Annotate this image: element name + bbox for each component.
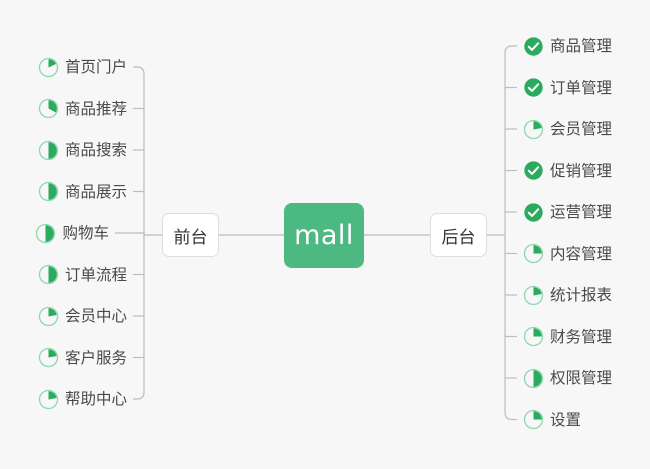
wire-leaf-frontend-0 <box>133 66 145 75</box>
leaf-item-label: 商品管理 <box>550 37 613 55</box>
leaf-item-frontend-7[interactable]: 客户服务 <box>38 345 127 371</box>
wire-leaf-frontend-8 <box>133 391 145 400</box>
leaf-item-frontend-4[interactable]: 购物车 <box>35 220 109 246</box>
leaf-item-label: 统计报表 <box>550 286 613 304</box>
check-circle-icon <box>524 36 543 56</box>
leaf-item-label: 商品展示 <box>64 182 127 201</box>
progress-ring-icon <box>38 98 59 119</box>
leaf-item-label: 会员管理 <box>550 120 613 138</box>
leaf-item-label: 首页门户 <box>64 58 127 76</box>
leaf-item-label: 商品搜索 <box>64 141 127 159</box>
leaf-item-frontend-5[interactable]: 订单流程 <box>38 262 127 288</box>
progress-ring-icon <box>36 223 56 243</box>
leaf-item-label: 权限管理 <box>550 369 613 387</box>
leaf-item-backend-3[interactable]: 促销管理 <box>523 158 612 184</box>
leaf-item-label: 财务管理 <box>550 327 613 346</box>
leaf-item-frontend-8[interactable]: 帮助中心 <box>38 386 127 412</box>
leaf-item-backend-0[interactable]: 商品管理 <box>523 33 612 59</box>
leaf-item-label: 商品推荐 <box>64 99 127 118</box>
branch-node-frontend[interactable]: 前台 <box>162 213 219 257</box>
progress-ring-icon <box>38 181 59 202</box>
leaf-item-backend-2[interactable]: 会员管理 <box>523 116 612 142</box>
leaf-item-label: 促销管理 <box>550 161 613 180</box>
leaf-item-backend-8[interactable]: 权限管理 <box>523 365 612 391</box>
progress-ring-icon <box>38 389 59 409</box>
leaf-item-label: 订单流程 <box>64 265 127 284</box>
leaf-item-label: 订单管理 <box>550 78 613 97</box>
leaf-item-backend-7[interactable]: 财务管理 <box>523 324 612 350</box>
root-node-mall[interactable]: mall <box>284 203 364 268</box>
leaf-item-backend-9[interactable]: 设置 <box>523 407 581 433</box>
progress-ring-icon <box>38 264 59 285</box>
leaf-item-label: 设置 <box>550 410 582 429</box>
progress-ring-icon <box>523 409 544 430</box>
leaf-item-label: 会员中心 <box>64 307 127 325</box>
progress-ring-icon <box>523 285 544 305</box>
leaf-item-label: 内容管理 <box>550 244 613 263</box>
leaf-item-backend-5[interactable]: 内容管理 <box>523 241 612 267</box>
progress-ring-icon <box>523 326 544 347</box>
leaf-item-label: 运营管理 <box>550 203 613 221</box>
progress-ring-icon <box>523 368 544 388</box>
branch-node-label: 前台 <box>173 227 208 248</box>
progress-ring-icon <box>523 243 544 264</box>
leaf-item-label: 购物车 <box>62 224 109 242</box>
wire-leaf-backend-9 <box>504 412 517 421</box>
progress-ring-icon <box>38 306 59 326</box>
wire-leaf-backend-0 <box>504 45 517 54</box>
progress-ring-icon <box>523 119 544 139</box>
branch-node-label: 后台 <box>441 227 476 248</box>
check-circle-icon <box>524 78 543 97</box>
progress-ring-icon <box>38 57 59 77</box>
check-circle-icon <box>524 202 543 222</box>
leaf-item-frontend-2[interactable]: 商品搜索 <box>38 137 127 163</box>
check-circle-icon <box>524 161 543 180</box>
root-node-label: mall <box>294 220 354 251</box>
leaf-item-backend-6[interactable]: 统计报表 <box>523 282 612 308</box>
leaf-item-frontend-6[interactable]: 会员中心 <box>38 303 127 329</box>
leaf-item-frontend-3[interactable]: 商品展示 <box>38 179 127 205</box>
leaf-item-label: 帮助中心 <box>64 390 127 408</box>
branch-node-backend[interactable]: 后台 <box>430 213 487 257</box>
leaf-item-backend-4[interactable]: 运营管理 <box>523 199 612 225</box>
leaf-item-backend-1[interactable]: 订单管理 <box>523 75 612 101</box>
progress-ring-icon <box>38 347 59 368</box>
leaf-item-label: 客户服务 <box>64 348 127 367</box>
progress-ring-icon <box>38 140 59 160</box>
leaf-item-frontend-1[interactable]: 商品推荐 <box>38 96 127 122</box>
leaf-item-frontend-0[interactable]: 首页门户 <box>38 54 127 80</box>
